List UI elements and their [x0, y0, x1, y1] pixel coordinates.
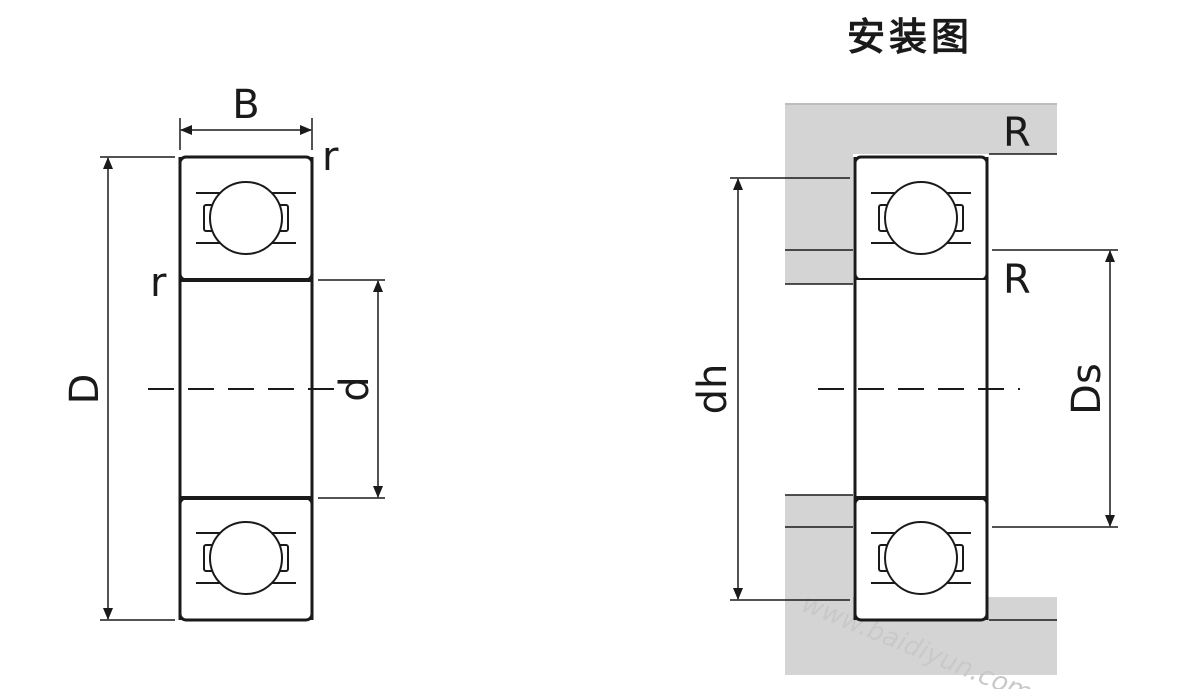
housing-right-upper [989, 104, 1057, 154]
lower-ball [209, 521, 283, 595]
upper-ball [209, 181, 283, 255]
diagram-title: 安装图 [847, 15, 973, 59]
installation-view: www.baidiyun.com [730, 103, 1118, 689]
label-r-top: r [322, 134, 339, 180]
housing-left-upper [785, 104, 853, 254]
label-R-top: R [1003, 110, 1031, 156]
bearing-dimension-view [100, 118, 385, 622]
label-R-inner: R [1003, 257, 1031, 303]
shaft-shoulder-upper [785, 250, 853, 284]
label-d: d [332, 376, 378, 401]
label-B: B [232, 82, 259, 128]
label-Ds: Ds [1064, 363, 1110, 415]
housing-left-lower [785, 527, 853, 675]
shaft-shoulder-lower [785, 495, 853, 527]
label-r-inner: r [150, 260, 167, 306]
label-D: D [62, 374, 108, 405]
inst-lower-ball [884, 521, 958, 595]
label-dh: dh [690, 364, 736, 415]
inst-upper-ball [884, 181, 958, 255]
